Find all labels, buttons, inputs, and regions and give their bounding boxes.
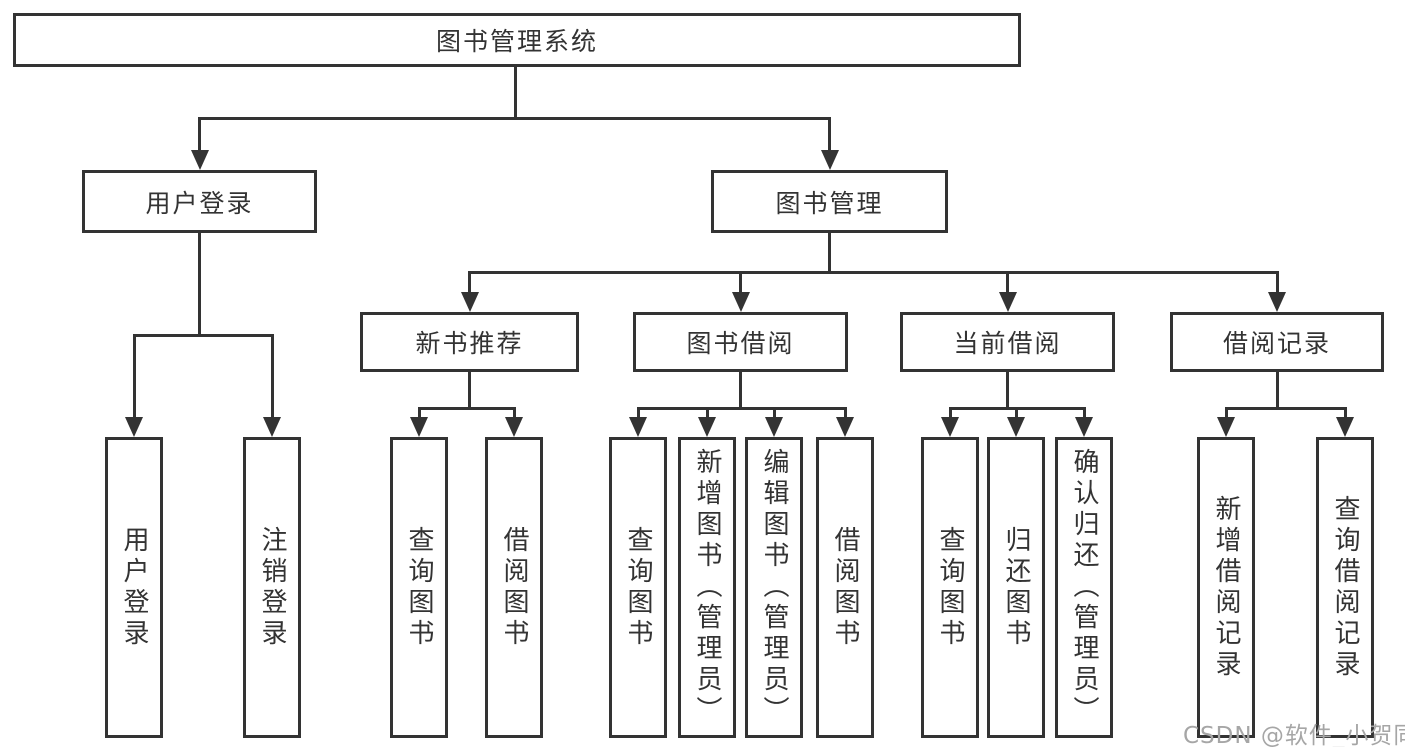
node-query-borrow-record: 查询借阅记录 bbox=[1316, 437, 1374, 738]
node-borrow-books-1: 借阅图书 bbox=[485, 437, 543, 738]
connector-arrowhead-icon bbox=[460, 292, 479, 312]
connector-line bbox=[739, 272, 742, 294]
watermark-text: CSDN @软件_小贺同学 bbox=[1183, 723, 1405, 747]
connector-line bbox=[772, 408, 776, 419]
node-book-borrow: 图书借阅 bbox=[633, 312, 848, 372]
node-add-borrow-record: 新增借阅记录 bbox=[1197, 437, 1255, 738]
node-new-book-recommend: 新书推荐 bbox=[360, 312, 579, 372]
node-user-login-leaf: 用户登录 bbox=[105, 437, 163, 738]
connector-line bbox=[468, 372, 471, 410]
connector-line bbox=[198, 117, 831, 120]
node-user-login: 用户登录 bbox=[82, 170, 317, 233]
connector-arrowhead-icon bbox=[1336, 417, 1354, 437]
node-library-management-system: 图书管理系统 bbox=[13, 13, 1021, 67]
connector-line bbox=[1275, 372, 1279, 410]
connector-arrowhead-icon bbox=[998, 292, 1017, 312]
connector-line bbox=[198, 118, 201, 152]
connector-line bbox=[417, 408, 421, 419]
connector-line bbox=[1275, 272, 1279, 294]
node-return-books: 归还图书 bbox=[987, 437, 1045, 738]
connector-line bbox=[468, 270, 1279, 274]
connector-line bbox=[198, 233, 201, 337]
node-current-borrow: 当前借阅 bbox=[900, 312, 1115, 372]
connector-line bbox=[705, 408, 709, 419]
connector-line bbox=[132, 335, 136, 419]
connector-line bbox=[270, 335, 274, 419]
connector-line bbox=[132, 333, 274, 337]
connector-line bbox=[1343, 408, 1347, 419]
connector-arrowhead-icon bbox=[941, 417, 959, 437]
node-edit-books-admin: 编辑图书（管理员） bbox=[745, 437, 803, 738]
connector-arrowhead-icon bbox=[820, 150, 839, 170]
node-book-management: 图书管理 bbox=[711, 170, 948, 233]
connector-line bbox=[468, 272, 471, 294]
connector-arrowhead-icon bbox=[629, 417, 647, 437]
connector-line bbox=[514, 67, 517, 120]
connector-line bbox=[636, 406, 847, 410]
node-borrow-records: 借阅记录 bbox=[1170, 312, 1384, 372]
node-borrow-books-2: 借阅图书 bbox=[816, 437, 874, 738]
connector-line bbox=[1006, 372, 1009, 410]
connector-arrowhead-icon bbox=[505, 417, 523, 437]
node-query-books-2: 查询图书 bbox=[609, 437, 667, 738]
connector-arrowhead-icon bbox=[731, 292, 750, 312]
connector-arrowhead-icon bbox=[1075, 417, 1093, 437]
connector-line bbox=[636, 408, 640, 419]
node-confirm-return-admin: 确认归还（管理员） bbox=[1055, 437, 1113, 738]
node-query-books-1: 查询图书 bbox=[390, 437, 448, 738]
connector-arrowhead-icon bbox=[1268, 292, 1286, 312]
connector-arrowhead-icon bbox=[125, 417, 143, 437]
connector-arrowhead-icon bbox=[190, 150, 209, 170]
connector-line bbox=[828, 233, 831, 274]
connector-arrowhead-icon bbox=[1217, 417, 1235, 437]
connector-line bbox=[1224, 408, 1228, 419]
connector-line bbox=[843, 408, 847, 419]
node-logout: 注销登录 bbox=[243, 437, 301, 738]
connector-line bbox=[948, 408, 952, 419]
node-query-books-3: 查询图书 bbox=[921, 437, 979, 738]
connector-line bbox=[739, 372, 742, 410]
connector-arrowhead-icon bbox=[263, 417, 281, 437]
connector-line bbox=[512, 408, 516, 419]
node-add-books-admin: 新增图书（管理员） bbox=[678, 437, 736, 738]
connector-line bbox=[1224, 406, 1347, 410]
connector-arrowhead-icon bbox=[836, 417, 854, 437]
connector-line bbox=[1014, 408, 1018, 419]
connector-arrowhead-icon bbox=[698, 417, 716, 437]
connector-arrowhead-icon bbox=[410, 417, 428, 437]
connector-line bbox=[828, 118, 831, 152]
connector-line bbox=[1006, 272, 1009, 294]
connector-line bbox=[1082, 408, 1086, 419]
connector-arrowhead-icon bbox=[1007, 417, 1025, 437]
connector-arrowhead-icon bbox=[765, 417, 783, 437]
connector-line bbox=[417, 406, 516, 410]
